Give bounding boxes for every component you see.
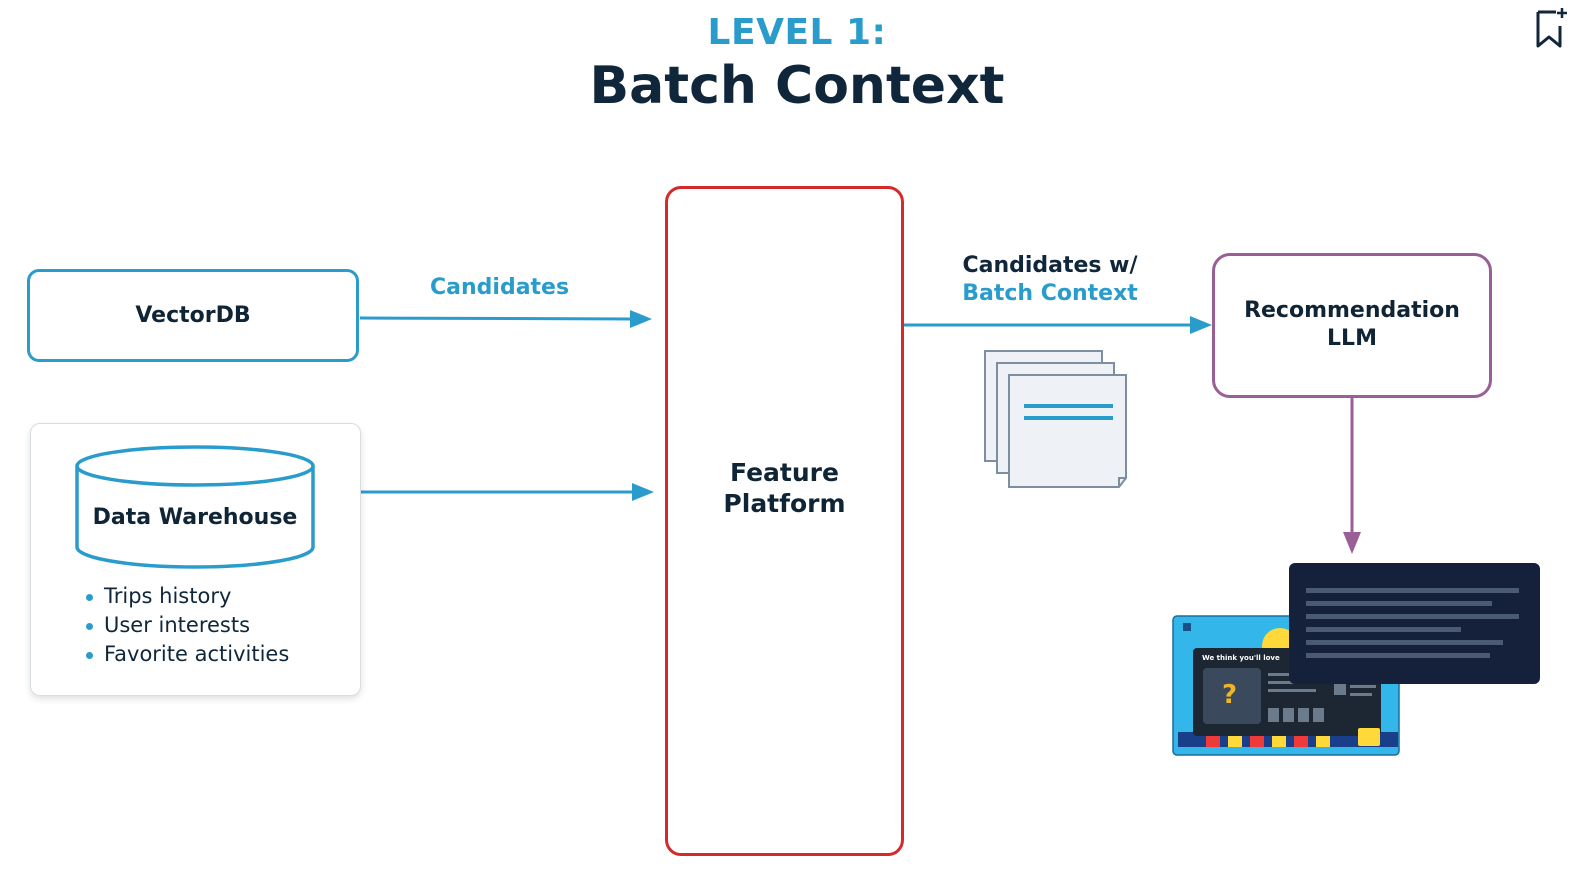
recommendation-line2: LLM	[1327, 326, 1377, 351]
data-warehouse-items: Trips history User interests Favorite ac…	[86, 582, 289, 669]
feature-platform-node	[665, 186, 904, 856]
bookmark-add-icon[interactable]	[1534, 6, 1568, 50]
list-item: Trips history	[86, 582, 289, 611]
list-item: User interests	[86, 611, 289, 640]
recommendation-line1: Recommendation	[1244, 298, 1460, 323]
database-cylinder-icon	[75, 445, 315, 569]
vectordb-node: VectorDB	[27, 269, 359, 362]
list-item: Favorite activities	[86, 640, 289, 669]
documents-stack-icon	[984, 350, 1127, 488]
feature-platform-line2: Platform	[723, 489, 846, 518]
arrow-vectordb-to-feature	[359, 316, 641, 321]
candidates-with-label: Candidates w/	[962, 253, 1138, 278]
recommendation-llm-node	[1212, 253, 1492, 398]
recommendation-llm-label: Recommendation LLM	[1212, 297, 1492, 353]
title-level: LEVEL 1:	[707, 12, 887, 53]
feature-platform-line1: Feature	[730, 458, 839, 487]
app-preview-illustration	[1172, 563, 1540, 756]
placeholder-question-icon: ?	[1222, 680, 1238, 710]
batch-context-label: Batch Context	[962, 281, 1138, 306]
page-title: Batch Context	[589, 56, 1005, 116]
app-banner-text: We think you'll love	[1202, 654, 1280, 662]
data-warehouse-label: Data Warehouse	[92, 505, 298, 530]
feature-platform-label: Feature Platform	[665, 457, 904, 519]
candidates-edge-label: Candidates	[430, 275, 570, 300]
